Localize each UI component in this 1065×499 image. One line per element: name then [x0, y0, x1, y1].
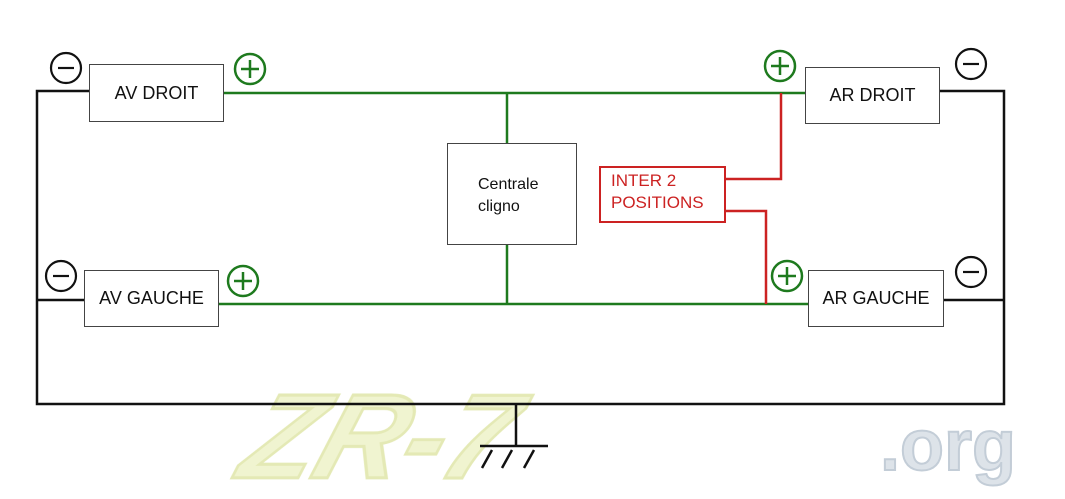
av-droit-label: AV DROIT: [114, 82, 199, 103]
minus-circle-icon: [954, 255, 988, 289]
centrale-cligno-box: Centrale cligno: [447, 143, 577, 245]
ar-gauche-lamp-box: AR GAUCHE: [808, 270, 944, 327]
plus-circle-icon: [233, 52, 267, 86]
watermark-suffix-text: .org: [880, 406, 1016, 486]
inter-2-positions-switch-box: INTER 2 POSITIONS: [599, 166, 726, 223]
ground-symbol-icon: [480, 444, 548, 469]
ar-droit-label: AR DROIT: [829, 85, 916, 105]
positive-wires: [218, 91, 808, 306]
ground-frame-wires: [35, 89, 1006, 446]
watermark-main-text: ZR-7: [223, 371, 541, 499]
watermark-logo: ZR-7 .org: [222, 369, 1017, 499]
ar-droit-lamp-box: AR DROIT: [805, 67, 940, 124]
centrale-label-line1: Centrale: [478, 176, 539, 193]
minus-circle-icon: [44, 259, 78, 293]
minus-circle-icon: [954, 47, 988, 81]
inter-label-line1: INTER 2: [611, 171, 677, 190]
ar-gauche-label: AR GAUCHE: [822, 288, 930, 308]
av-gauche-lamp-box: AV GAUCHE: [84, 270, 219, 327]
av-gauche-label: AV GAUCHE: [99, 288, 204, 308]
plus-circle-icon: [770, 259, 804, 293]
plus-circle-icon: [226, 264, 260, 298]
minus-circle-icon: [49, 51, 83, 85]
centrale-label-line2: cligno: [478, 198, 520, 215]
plus-circle-icon: [763, 49, 797, 83]
inter-label-line2: POSITIONS: [611, 193, 704, 212]
switch-wires: [726, 93, 783, 304]
av-droit-lamp-box: AV DROIT: [89, 64, 224, 122]
